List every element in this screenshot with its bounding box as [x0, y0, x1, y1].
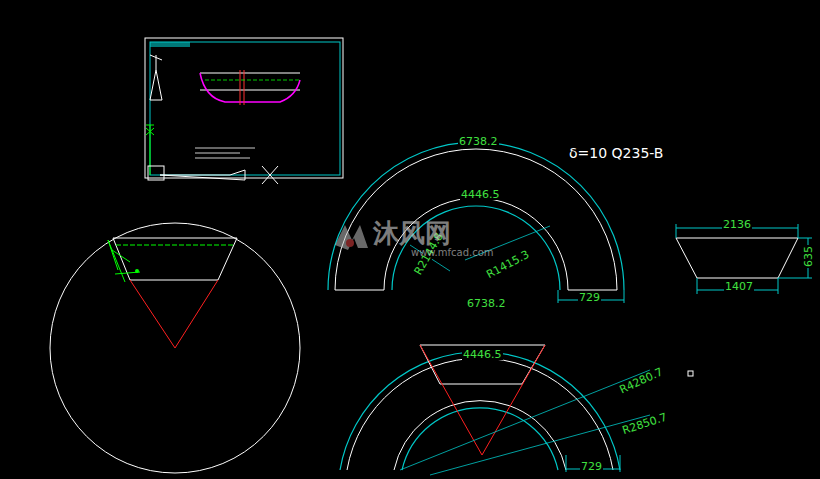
watermark: 沐风网	[372, 220, 452, 246]
material-note: δ=10 Q235-B	[568, 146, 664, 160]
dimension: 729	[580, 461, 603, 472]
dimension: 1407	[724, 281, 754, 292]
dimension: 6738.2	[466, 298, 507, 309]
dimension: 4446.5	[460, 189, 501, 200]
radius-dimension: R4280.7	[617, 366, 665, 396]
dimension: 2136	[722, 219, 752, 230]
dimension: 4446.5	[462, 349, 503, 360]
dimension: 6738.2	[458, 136, 499, 147]
watermark: www.mfcad.com	[410, 248, 495, 258]
dimension: 635	[803, 245, 814, 268]
radius-dimension: R2850.7	[620, 411, 669, 436]
dimension: 729	[578, 292, 601, 303]
